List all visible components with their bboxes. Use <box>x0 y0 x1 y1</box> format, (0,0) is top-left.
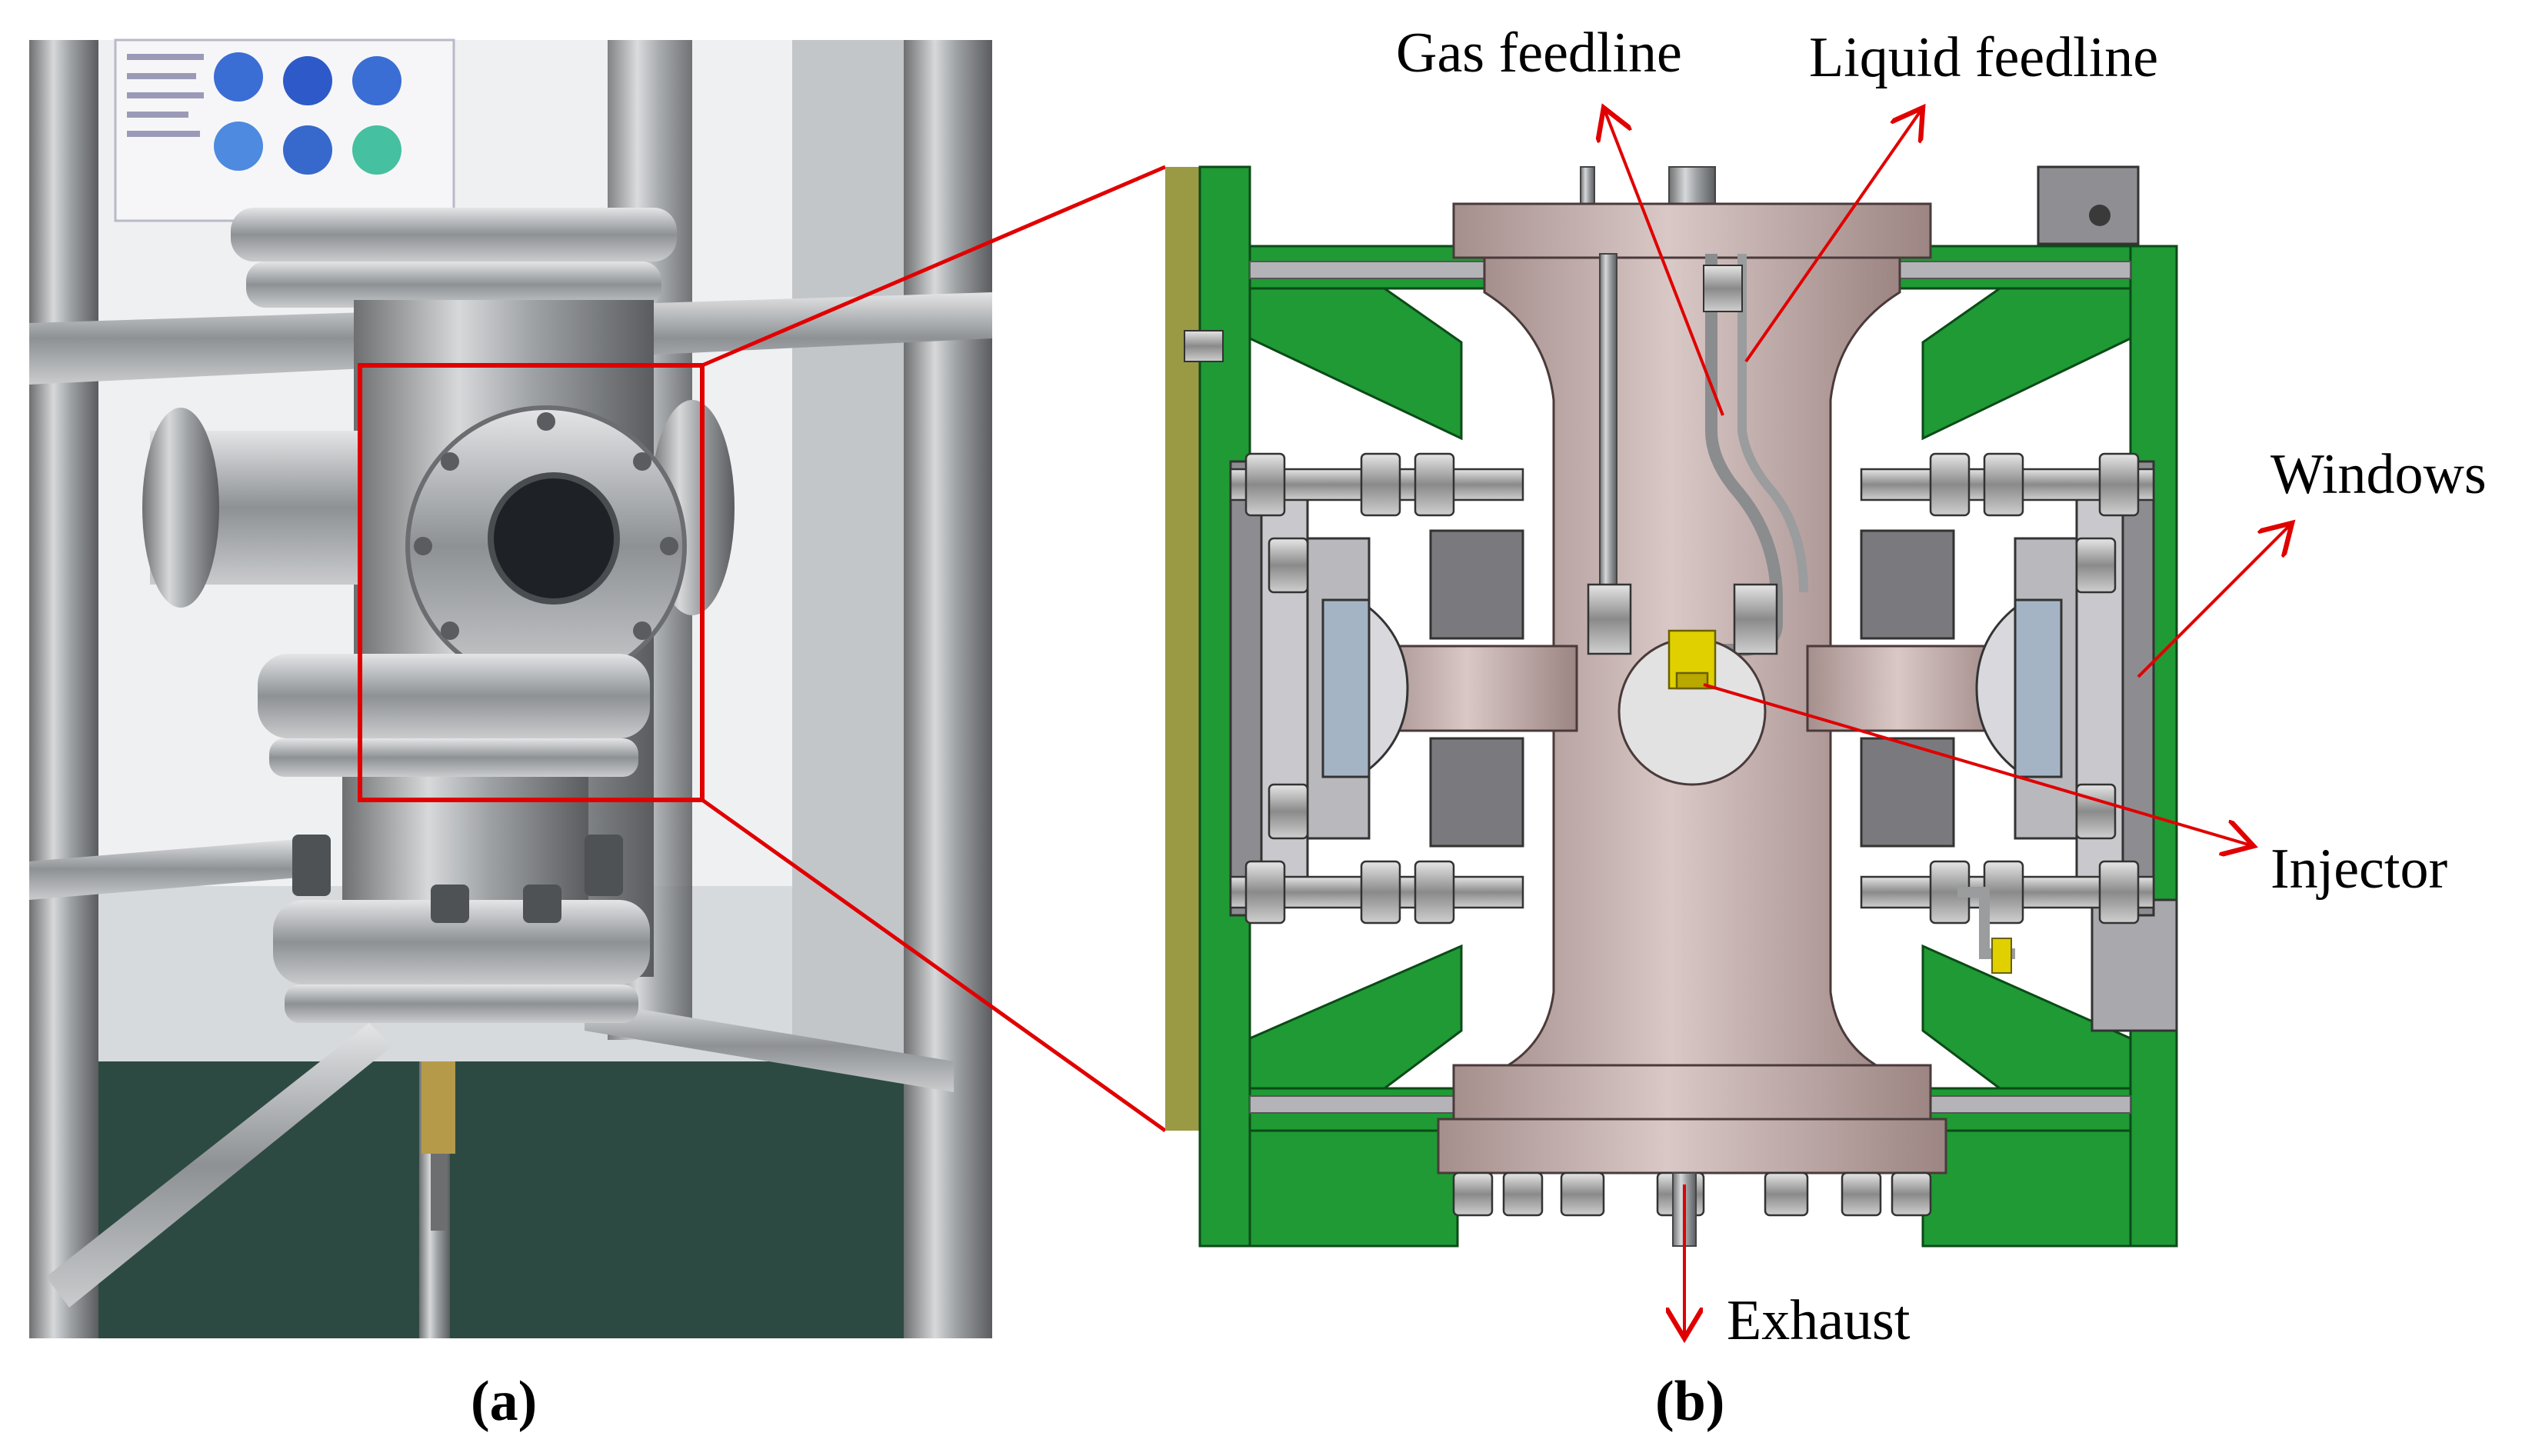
injector-label: Injector <box>2270 838 2448 901</box>
cad-top-bracket-hole <box>2089 205 2111 226</box>
photo-low-brace-right <box>585 1000 954 1092</box>
photo-exhaust-valve <box>421 1061 455 1154</box>
cad-right-tie-rods <box>1860 452 2155 925</box>
photo-bottom-flange-2 <box>285 985 638 1023</box>
panel-a-caption: (a) <box>471 1370 538 1433</box>
photo-middle-flange <box>258 654 650 738</box>
photo-middle-flange-2 <box>269 738 638 777</box>
cad-bottom-nuts <box>1452 1171 1932 1217</box>
photo-flange-bolts <box>414 412 678 680</box>
photo-left-window-flange <box>142 408 219 608</box>
photo-mid-brace <box>29 838 308 900</box>
photo-left-post <box>29 40 98 1338</box>
photo-bottom-nuts <box>292 835 623 923</box>
cad-panel <box>1165 165 2178 1248</box>
cad-top-bracket <box>2037 165 2140 245</box>
cad-bottom-flange-2 <box>1437 1118 1947 1174</box>
gas-feedline-arrow <box>1604 108 1724 416</box>
liquid-feedline-label: Liquid feedline <box>1809 26 2159 89</box>
cad-left-tie-rods <box>1229 452 1524 925</box>
windows-arrow <box>2137 523 2292 678</box>
gas-feedline-label: Gas feedline <box>1396 22 1682 85</box>
callout-arrows <box>1604 108 2292 1338</box>
photo-right-post <box>904 40 992 1338</box>
photo-low-brace-left <box>46 1023 392 1308</box>
cad-left-wall <box>1165 167 1200 1131</box>
cad-injector <box>1667 629 1717 690</box>
cad-tube-fitting-top <box>1703 265 1743 312</box>
poster-graphics <box>127 52 401 175</box>
injector-arrow <box>1703 683 2254 846</box>
cad-left-spool <box>1375 645 1578 732</box>
cad-tube-fitting-right <box>1733 583 1778 655</box>
windows-label: Windows <box>2270 443 2487 506</box>
liquid-feedline-arrow <box>1744 108 1923 363</box>
cad-wall-bolt <box>1184 330 1224 362</box>
photo-poster <box>114 38 455 222</box>
photo-front-window <box>488 472 620 605</box>
cad-bottom-flange <box>1452 1064 1932 1121</box>
exhaust-label: Exhaust <box>1727 1289 1911 1352</box>
cad-liquid-tube-2 <box>1737 254 1808 593</box>
cad-gas-tube <box>1599 253 1617 593</box>
cad-upper-flange <box>1452 202 1932 259</box>
cad-tube-fitting-left <box>1587 583 1632 655</box>
photo-top-flange-2 <box>246 262 661 308</box>
photo-highlight-box <box>358 363 705 802</box>
zoom-line-bottom <box>701 798 1167 1133</box>
photo-exhaust-pipe <box>431 1154 446 1231</box>
photo-panel <box>29 38 992 1338</box>
zoom-line-top <box>701 165 1166 368</box>
cad-lower-fitting <box>1991 938 2012 974</box>
panel-b-caption: (b) <box>1655 1370 1725 1433</box>
photo-top-flange <box>231 208 677 262</box>
